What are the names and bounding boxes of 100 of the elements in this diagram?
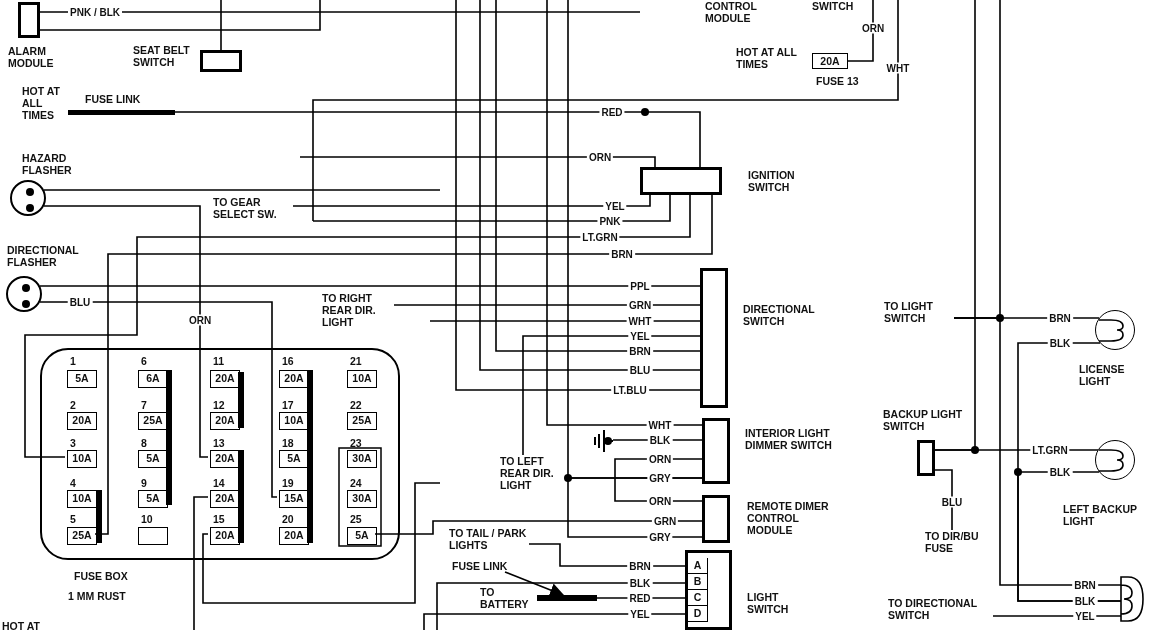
fuse-number: 1 bbox=[70, 355, 77, 367]
component-label: HAZARD FLASHER bbox=[22, 152, 73, 176]
wire-color-label: BRN bbox=[1047, 312, 1073, 324]
component-label: ALARM MODULE bbox=[8, 45, 55, 69]
fuse-rating: 15A bbox=[283, 491, 305, 505]
fuse-number: 24 bbox=[350, 477, 363, 489]
component-label: DIRECTIONAL SWITCH bbox=[743, 303, 816, 327]
component-label: FUSE 13 bbox=[816, 75, 860, 87]
wire-color-label: WHT bbox=[626, 315, 654, 327]
text-label: TO BATTERY bbox=[480, 586, 530, 610]
component-note: HOT AT ALL TIMES bbox=[736, 46, 798, 70]
fuse-rating: 30A bbox=[351, 491, 373, 505]
fuse-rating: 25A bbox=[71, 528, 93, 542]
text-label: HOT AT ALL TIMES bbox=[22, 85, 61, 121]
component-label: FUSE LINK bbox=[85, 93, 142, 105]
wire bbox=[43, 205, 209, 458]
wire-destination-text: TO DIRECTIONAL SWITCH bbox=[888, 597, 993, 621]
text-label: 1 MM RUST bbox=[68, 590, 127, 602]
wire bbox=[174, 111, 701, 168]
wire bbox=[393, 304, 701, 306]
text-label: CONTROL MODULE bbox=[705, 0, 758, 24]
fuse-number: 19 bbox=[282, 477, 295, 489]
wire bbox=[934, 469, 953, 531]
wire-color-label: BRN bbox=[627, 345, 653, 357]
wire-color-label: ORN bbox=[646, 495, 674, 507]
wire-color-label: BLU bbox=[627, 364, 653, 376]
fuse-number: 15 bbox=[213, 513, 226, 525]
text-label: SWITCH bbox=[812, 0, 855, 12]
fuse-number: 23 bbox=[350, 437, 363, 449]
wire bbox=[847, 0, 874, 62]
wire bbox=[423, 613, 686, 630]
fuse-number: 25 bbox=[350, 513, 363, 525]
leader-arrow bbox=[504, 571, 565, 597]
wire-color-label: BLK bbox=[1047, 466, 1073, 478]
fuse-rating: 10A bbox=[71, 491, 93, 505]
fuse-number: 20 bbox=[282, 513, 295, 525]
pin-label: C bbox=[688, 590, 708, 606]
wire-color-label: WHT bbox=[884, 62, 912, 74]
fuse-rating: 5A bbox=[286, 451, 302, 465]
wire-color-label: PPL bbox=[628, 280, 652, 292]
fuse-number: 12 bbox=[213, 399, 226, 411]
wire-color-label: ORN bbox=[646, 453, 674, 465]
fuse-rating: 20A bbox=[71, 413, 93, 427]
fuse-number: 11 bbox=[213, 355, 226, 367]
wire-color-label: BLK bbox=[627, 577, 653, 589]
fuse-rating: 25A bbox=[142, 413, 164, 427]
wire bbox=[522, 335, 701, 456]
wire bbox=[292, 194, 651, 207]
pin-label: D bbox=[688, 606, 708, 622]
fuse-rating: 20A bbox=[214, 528, 236, 542]
fuse-rating: 30A bbox=[351, 451, 373, 465]
wire-color-label: YEL bbox=[603, 200, 627, 212]
component-label: BACKUP LIGHT SWITCH bbox=[883, 408, 964, 432]
wire bbox=[94, 194, 713, 535]
fuse-number: 13 bbox=[213, 437, 226, 449]
pin-label: B bbox=[688, 574, 708, 590]
wire-color-label: GRY bbox=[647, 531, 673, 543]
wire-color-label: PNK bbox=[597, 215, 623, 227]
fuse-rating: 20A bbox=[283, 528, 305, 542]
fuse-number: 14 bbox=[213, 477, 226, 489]
fuse-number: 4 bbox=[70, 477, 77, 489]
wire bbox=[39, 11, 641, 13]
fuse-number: 3 bbox=[70, 437, 77, 449]
wire-color-label: LT.BLU bbox=[611, 384, 649, 396]
fuse-rating: 5A bbox=[145, 491, 161, 505]
wire bbox=[953, 0, 1001, 319]
wire bbox=[992, 615, 1122, 617]
fuse-rating: 5A bbox=[354, 528, 370, 542]
wire bbox=[312, 194, 671, 222]
fuse-rating: 20A bbox=[214, 491, 236, 505]
component-label: FUSE BOX bbox=[74, 570, 129, 582]
fuse-number: 5 bbox=[70, 513, 77, 525]
wire-color-label: RED bbox=[627, 592, 653, 604]
component-label: DIRECTIONAL FLASHER bbox=[7, 244, 80, 268]
wire-color-label: LT.GRN bbox=[1030, 444, 1070, 456]
fuse-rating: 25A bbox=[351, 413, 373, 427]
wire bbox=[374, 520, 703, 535]
fuse-number: 2 bbox=[70, 399, 77, 411]
fuse-rating: 5A bbox=[145, 451, 161, 465]
wire-color-label: BRN bbox=[609, 248, 635, 260]
wire bbox=[202, 482, 441, 604]
fuse-number: 21 bbox=[350, 355, 363, 367]
wire bbox=[39, 0, 321, 31]
component-label: REMOTE DIMER CONTROL MODULE bbox=[747, 500, 830, 536]
wire bbox=[299, 156, 656, 168]
lamp-symbol bbox=[1120, 576, 1144, 622]
fuse-number: 8 bbox=[141, 437, 148, 449]
wire-color-label: BLK bbox=[1047, 337, 1073, 349]
wire-color-label: BLU bbox=[939, 496, 965, 508]
wire-color-label: ORN bbox=[186, 314, 214, 326]
wire bbox=[220, 0, 222, 51]
fuse-rating: 6A bbox=[145, 371, 161, 385]
pin-label: A bbox=[688, 558, 708, 574]
wire-destination-text: TO TAIL / PARK LIGHTS bbox=[449, 527, 529, 551]
wire-color-label: BRN bbox=[627, 560, 653, 572]
fuse-rating: 10A bbox=[71, 451, 93, 465]
wire bbox=[429, 320, 701, 322]
wire-color-label: GRY bbox=[647, 472, 673, 484]
wire-color-label: GRN bbox=[626, 299, 654, 311]
fuse-rating: 5A bbox=[74, 371, 90, 385]
